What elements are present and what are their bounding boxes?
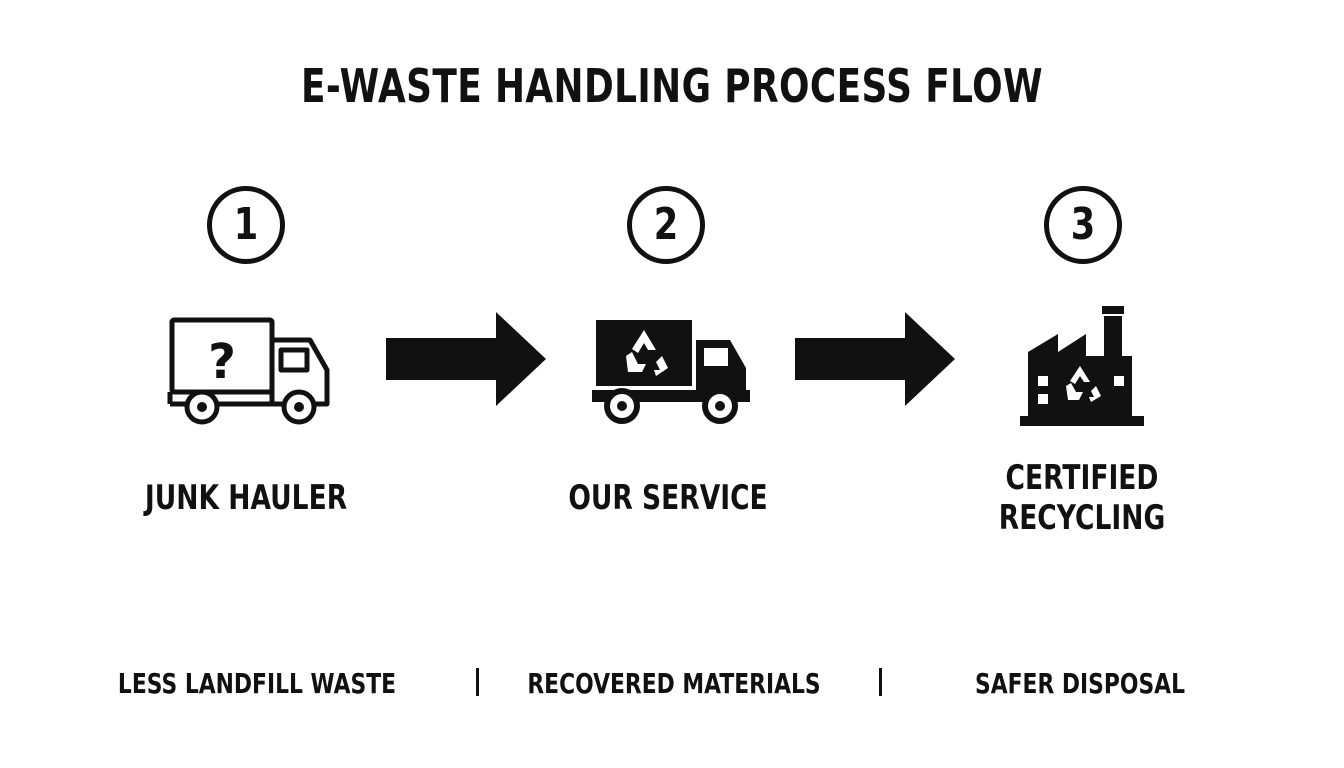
arrow-right-icon: [795, 312, 955, 406]
recycling-factory-icon: [1020, 306, 1144, 426]
step-1-label: JUNK HAULER: [144, 478, 348, 518]
step-3-label-line2: RECYCLING: [998, 498, 1166, 538]
benefit-recovered-materials: RECOVERED MATERIALS: [527, 667, 821, 700]
benefit-divider: [879, 668, 882, 696]
step-2-label: OUR SERVICE: [568, 478, 768, 518]
recycling-truck-icon: [592, 320, 750, 424]
diagram-title: E-WASTE HANDLING PROCESS FLOW: [301, 59, 1043, 113]
truck-question-icon: ?: [167, 317, 330, 425]
benefit-less-landfill-waste: LESS LANDFILL WASTE: [117, 667, 397, 700]
benefit-divider: [476, 668, 479, 696]
arrow-right-icon: [386, 312, 546, 406]
step-3-number-badge: 3: [1044, 186, 1122, 264]
step-3-number: 3: [1070, 199, 1096, 250]
step-3-label-line1: CERTIFIED: [1005, 458, 1159, 498]
benefit-safer-disposal: SAFER DISPOSAL: [974, 667, 1185, 700]
step-1-number-badge: 1: [207, 186, 285, 264]
step-1-number: 1: [233, 199, 259, 250]
step-2-number-badge: 2: [627, 186, 705, 264]
step-2-number: 2: [653, 199, 679, 250]
svg-text:?: ?: [208, 334, 236, 390]
